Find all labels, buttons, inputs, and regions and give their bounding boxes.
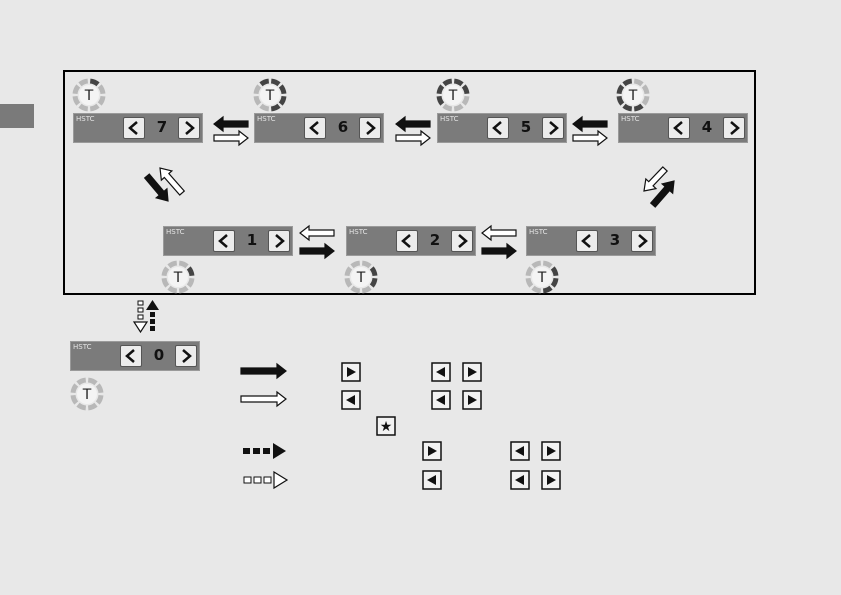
gauge-icon-5: T	[439, 81, 467, 109]
triangle-right-icon	[342, 363, 360, 381]
arrow-right-solid	[482, 244, 516, 258]
svg-text:T: T	[173, 270, 183, 286]
triangle-left-icon	[432, 363, 450, 381]
svg-text:T: T	[537, 270, 547, 286]
legend-dash	[244, 477, 251, 483]
gauge-icon-2: T	[347, 263, 375, 291]
svg-text:T: T	[356, 270, 366, 286]
triangle-right-icon	[542, 442, 560, 460]
gauge-icon-7: T	[75, 81, 103, 109]
triangle-right-icon	[463, 363, 481, 381]
legend-dashed-solid-head	[273, 443, 286, 459]
gauge-icon-4: T	[619, 81, 647, 109]
dash-segment	[138, 301, 143, 305]
legend-dash	[253, 448, 260, 454]
svg-text:★: ★	[380, 419, 393, 435]
triangle-left-icon	[511, 471, 529, 489]
arrow-down-outline-head	[134, 322, 147, 332]
star-icon: ★	[377, 417, 395, 435]
legend-dash	[264, 477, 271, 483]
arrow-right-solid	[300, 244, 334, 258]
arrow-right-outline	[396, 131, 430, 145]
gauge-icon-0: T	[73, 380, 101, 408]
arrow-left-solid	[214, 117, 248, 131]
svg-text:T: T	[265, 88, 275, 104]
arrow-left-outline	[482, 226, 516, 240]
dash-segment	[150, 319, 155, 324]
arrow-up-solid-head	[146, 300, 159, 310]
legend-arrow-solid	[241, 364, 286, 378]
legend-dash	[243, 448, 250, 454]
svg-text:T: T	[84, 88, 94, 104]
arrow-right-outline	[214, 131, 248, 145]
svg-text:T: T	[628, 88, 638, 104]
triangle-left-icon	[423, 471, 441, 489]
gauge-icon-1: T	[164, 263, 192, 291]
dash-segment	[138, 308, 143, 312]
svg-text:T: T	[82, 387, 92, 403]
triangle-right-icon	[423, 442, 441, 460]
arrow-right-outline	[573, 131, 607, 145]
triangle-left-icon	[511, 442, 529, 460]
legend-dash	[263, 448, 270, 454]
arrow-left-solid	[396, 117, 430, 131]
dash-segment	[150, 312, 155, 317]
svg-text:T: T	[448, 88, 458, 104]
legend-dashed-outline-head	[274, 472, 287, 488]
legend-arrow-outline	[241, 392, 286, 406]
legend-dash	[254, 477, 261, 483]
triangle-left-icon	[432, 391, 450, 409]
gauge-icon-3: T	[528, 263, 556, 291]
triangle-right-icon	[463, 391, 481, 409]
triangle-left-icon	[342, 391, 360, 409]
dash-segment	[138, 315, 143, 319]
dash-segment	[150, 326, 155, 331]
gauge-icon-6: T	[256, 81, 284, 109]
arrow-left-outline	[300, 226, 334, 240]
triangle-right-icon	[542, 471, 560, 489]
arrow-left-solid	[573, 117, 607, 131]
